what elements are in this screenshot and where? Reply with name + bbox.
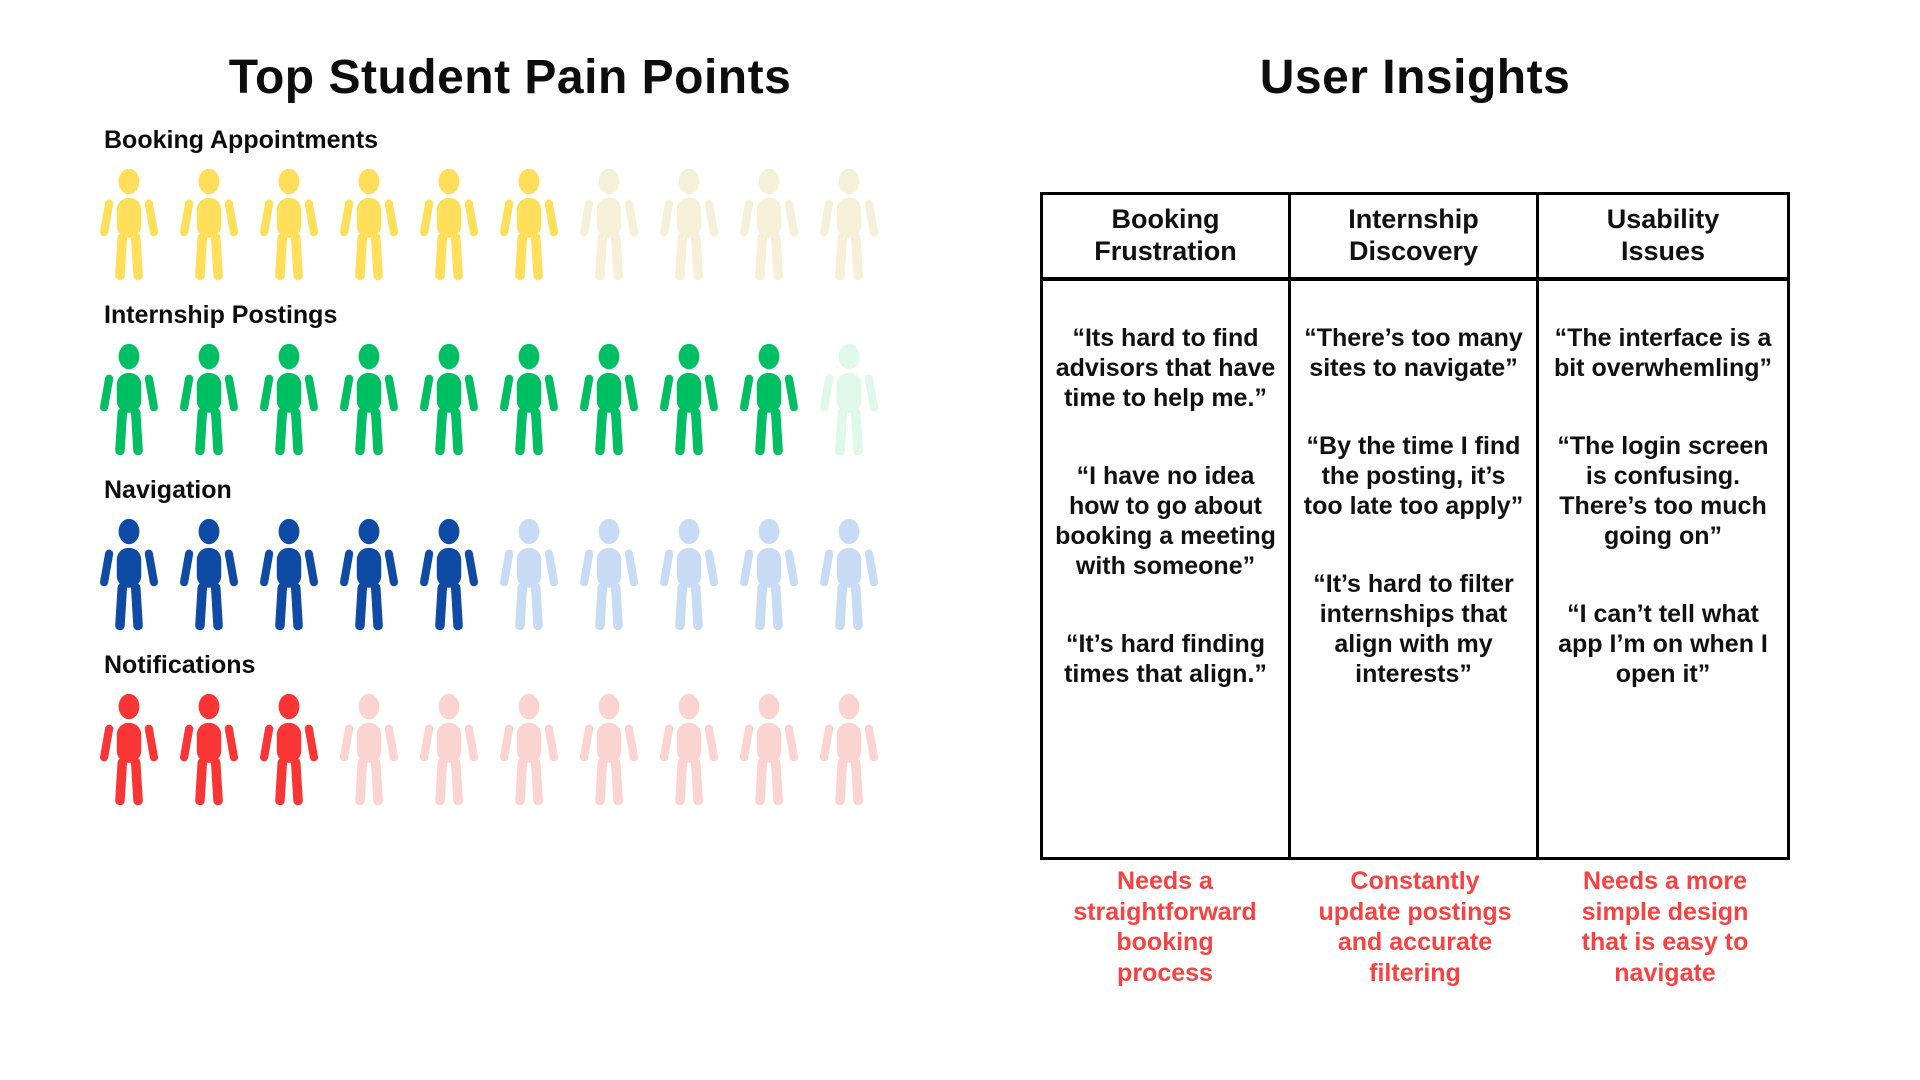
person-icon	[820, 343, 878, 456]
column-summary-2: Needs a more simple design that is easy …	[1581, 867, 1749, 987]
column-summary-1: Constantly update postings and accurate …	[1318, 867, 1512, 987]
user-insights-title: User Insights	[1259, 51, 1571, 104]
person-icon	[420, 518, 478, 631]
column-summary-0: Needs a straightforward booking process	[1073, 867, 1257, 987]
pain-point-row-1: Internship Postings	[100, 301, 960, 461]
person-icon	[820, 518, 878, 631]
user-quote: “There’s too many sites to navigate”	[1304, 323, 1523, 382]
person-icon	[340, 518, 398, 631]
user-quote: “It’s hard to filter internships that al…	[1313, 569, 1514, 688]
person-icon	[500, 168, 558, 281]
table-body-row: “Its hard to find advisors that have tim…	[1043, 280, 1787, 857]
person-icon	[100, 168, 158, 281]
pictograph-icon-row	[100, 689, 960, 811]
user-quote: “The login screen is confusing. There’s …	[1557, 431, 1769, 550]
pain-point-label: Navigation	[104, 476, 232, 504]
person-icon	[260, 168, 318, 281]
person-icon	[580, 693, 638, 806]
person-icon	[340, 168, 398, 281]
person-icon	[180, 693, 238, 806]
user-quote: “Its hard to find advisors that have tim…	[1055, 323, 1276, 412]
table-header-cell-0: Booking Frustration	[1043, 195, 1291, 277]
person-icon	[660, 518, 718, 631]
person-icon	[420, 693, 478, 806]
person-icon	[740, 693, 798, 806]
pictograph-icon-row	[100, 339, 960, 461]
pictograph-icon-row	[100, 514, 960, 636]
person-icon	[580, 518, 638, 631]
person-icon	[260, 518, 318, 631]
person-icon	[660, 168, 718, 281]
user-quote: “It’s hard finding times that align.”	[1064, 629, 1267, 688]
person-icon	[100, 518, 158, 631]
table-quotes-cell-0: “Its hard to find advisors that have tim…	[1043, 280, 1291, 857]
pain-point-label: Booking Appointments	[104, 126, 379, 154]
person-icon	[740, 518, 798, 631]
person-icon	[180, 518, 238, 631]
table-header-cell-2: Usability Issues	[1606, 204, 1720, 266]
person-icon	[740, 168, 798, 281]
person-icon	[340, 343, 398, 456]
person-icon	[740, 343, 798, 456]
person-icon	[500, 693, 558, 806]
person-icon	[420, 343, 478, 456]
table-quotes-cell-2: “The interface is a bit overwhemling” “Th…	[1539, 281, 1787, 857]
person-icon	[420, 168, 478, 281]
user-quote: “The interface is a bit overwhemling”	[1553, 323, 1773, 382]
user-quote: “I can’t tell what app I’m on when I ope…	[1558, 599, 1768, 688]
person-icon	[660, 693, 718, 806]
person-icon	[100, 343, 158, 456]
person-icon	[500, 343, 558, 456]
person-icon	[260, 343, 318, 456]
person-icon	[580, 168, 638, 281]
user-quote: “By the time I find the posting, it’s to…	[1303, 431, 1524, 520]
pain-point-row-3: Notifications	[100, 651, 960, 811]
person-icon	[340, 693, 398, 806]
table-quotes-cell-1: “There’s too many sites to navigate” “By …	[1291, 280, 1539, 857]
person-icon	[660, 343, 718, 456]
person-icon	[820, 693, 878, 806]
person-icon	[820, 168, 878, 281]
pain-point-row-2: Navigation	[100, 476, 960, 636]
pictograph-icon-row	[100, 164, 960, 286]
person-icon	[500, 518, 558, 631]
user-quote: “I have no idea how to go about booking …	[1055, 461, 1276, 580]
person-icon	[100, 693, 158, 806]
pain-point-label: Internship Postings	[104, 301, 338, 329]
table-summary-row: Needs a straightforward booking process C…	[1040, 866, 1790, 988]
pain-point-label: Notifications	[104, 651, 256, 679]
pain-point-row-0: Booking Appointments	[100, 126, 960, 286]
pain-points-title: Top Student Pain Points	[228, 51, 792, 104]
person-icon	[180, 343, 238, 456]
person-icon	[580, 343, 638, 456]
person-icon	[180, 168, 238, 281]
person-icon	[260, 693, 318, 806]
table-header-cell-1: Internship Discovery	[1291, 195, 1539, 277]
